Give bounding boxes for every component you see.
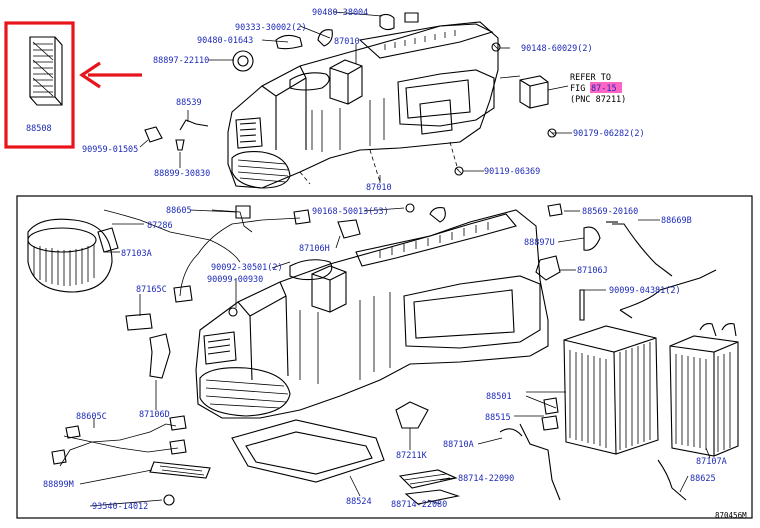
label-88710A: 88710A	[443, 440, 474, 450]
upper-assembly	[139, 11, 572, 189]
refer-line3: (PNC 87211)	[570, 95, 626, 105]
label-88897-22110: 88897-22110	[153, 56, 209, 66]
lower-frame	[16, 195, 753, 519]
air-filter-drawing	[29, 36, 63, 106]
hvac-unit-upper-drawing	[227, 21, 499, 189]
label-90333-30002: 90333-30002(2)	[235, 23, 307, 33]
label-88508: 88508	[26, 124, 52, 134]
label-88605: 88605	[166, 206, 192, 216]
label-87107A: 87107A	[696, 457, 727, 467]
label-88539: 88539	[176, 98, 202, 108]
leader-lines-upper	[139, 11, 572, 183]
diagram-id: 870456M	[715, 511, 747, 520]
label-90119-06369: 90119-06369	[484, 167, 540, 177]
label-88569-20160: 88569-20160	[582, 207, 638, 217]
refer-fig-highlight	[590, 82, 622, 93]
label-88501: 88501	[486, 392, 512, 402]
highlight-box	[4, 21, 75, 149]
label-87010-bottom: 87010	[366, 183, 392, 193]
filter-highlight: 88508	[4, 21, 142, 149]
refer-line1: REFER TO	[570, 73, 611, 83]
wiring-harness-drawing	[51, 205, 311, 467]
red-arrow	[79, 61, 142, 89]
hvac-unit-lower-drawing	[195, 207, 549, 419]
small-parts-upper	[144, 12, 557, 176]
label-88899-30830: 88899-30830	[154, 169, 210, 179]
leader-lines-lower	[79, 207, 711, 507]
label-87010-top: 87010	[334, 37, 360, 47]
label-87165C: 87165C	[136, 285, 167, 295]
label-88714-22080: 88714-22080	[391, 500, 447, 510]
label-90480-01643: 90480-01643	[197, 36, 253, 46]
label-88515: 88515	[485, 413, 511, 423]
label-90480-38004: 90480-38004	[312, 8, 368, 18]
label-90148-60029: 90148-60029(2)	[521, 44, 593, 54]
refer-line2: FIG	[570, 84, 585, 94]
label-88669B: 88669B	[661, 216, 692, 226]
refer-fig-prefix: FIG	[570, 84, 585, 94]
label-87106H: 87106H	[299, 244, 330, 254]
label-90179-06282: 90179-06282(2)	[573, 129, 645, 139]
blower-fan-drawing	[27, 218, 119, 293]
label-88625: 88625	[690, 474, 716, 484]
label-90168-50013: 90168-50013(53)	[312, 207, 389, 217]
label-87211K: 87211K	[396, 451, 428, 461]
label-90959-01505: 90959-01505	[82, 145, 138, 155]
label-88899M: 88899M	[43, 480, 74, 490]
heater-core-drawing	[669, 323, 739, 457]
label-87106D: 87106D	[139, 410, 170, 420]
lower-assembly	[16, 195, 753, 519]
label-88605C: 88605C	[76, 412, 107, 422]
part-labels: 90480-38004 90333-30002(2) 90480-01643 8…	[43, 8, 747, 520]
label-88897U: 88897U	[524, 238, 555, 248]
label-87286: 87286	[147, 221, 173, 231]
evaporator-drawing	[563, 325, 659, 455]
small-parts-lower	[125, 203, 717, 506]
label-88714-22090: 88714-22090	[458, 474, 514, 484]
label-90099-04381: 90099-04381(2)	[609, 286, 681, 296]
label-93540-14012: 93540-14012	[92, 502, 148, 512]
label-90099-00930: 90099-00930	[207, 275, 263, 285]
label-87106J: 87106J	[577, 266, 608, 276]
label-88524: 88524	[346, 497, 372, 507]
label-90092-30501: 90092-30501(2)	[211, 263, 283, 273]
label-87103A: 87103A	[121, 249, 152, 259]
refer-fig-link[interactable]: 87-15	[591, 84, 617, 94]
